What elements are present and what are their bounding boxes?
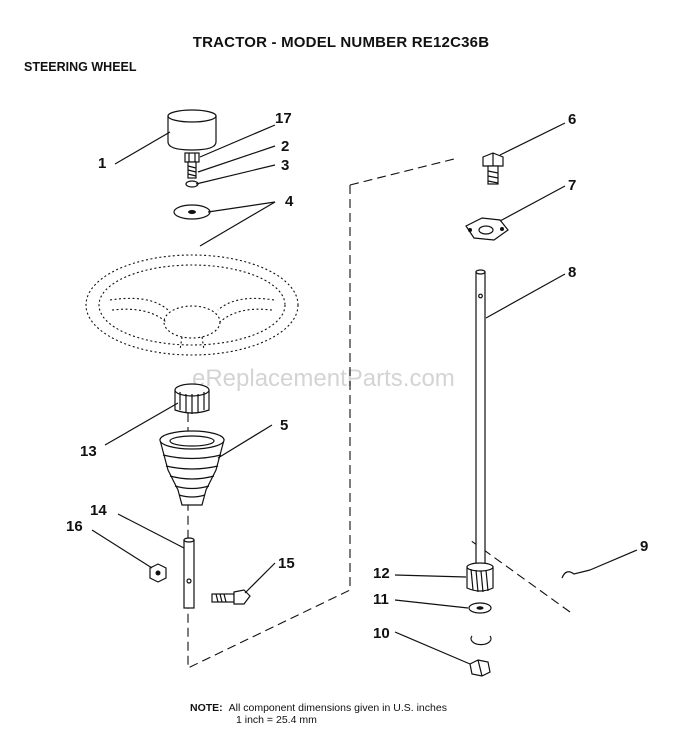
callout-14: 14 xyxy=(90,502,107,519)
callout-7: 7 xyxy=(568,177,576,194)
callout-4: 4 xyxy=(285,193,294,210)
callout-9: 9 xyxy=(640,538,648,555)
callout-11: 11 xyxy=(373,591,389,608)
note-line-2: 1 inch = 25.4 mm xyxy=(236,714,317,726)
callout-2: 2 xyxy=(281,138,289,155)
part-pin xyxy=(561,569,591,579)
part-steering-shaft xyxy=(475,269,486,568)
part-flange xyxy=(465,217,509,241)
note-label: NOTE: xyxy=(190,702,223,714)
part-bolt-6 xyxy=(482,152,504,185)
part-bolt-17 xyxy=(184,152,200,179)
section-title: STEERING WHEEL xyxy=(24,60,137,74)
callout-16: 16 xyxy=(66,518,83,535)
callout-15: 15 xyxy=(278,555,295,572)
part-boot xyxy=(159,430,225,506)
part-bolt-15 xyxy=(211,589,251,605)
assembly-frame-right xyxy=(469,539,571,613)
part-hub xyxy=(174,383,210,414)
part-pinion-gear xyxy=(466,562,494,593)
callout-10: 10 xyxy=(373,625,390,642)
leader-lines xyxy=(91,122,638,665)
assembly-frame-top xyxy=(349,157,459,186)
callout-13: 13 xyxy=(80,443,97,460)
part-upper-shaft xyxy=(183,537,195,609)
part-cap xyxy=(167,109,217,151)
part-nut-16 xyxy=(149,563,167,583)
callout-3: 3 xyxy=(281,157,289,174)
part-washer-11 xyxy=(468,602,492,614)
part-nut-10 xyxy=(469,659,491,677)
part-flat-washer xyxy=(173,204,211,220)
steering-wheel xyxy=(85,254,299,356)
callout-6: 6 xyxy=(568,111,576,128)
page-title: TRACTOR - MODEL NUMBER RE12C36B xyxy=(192,34,490,51)
callout-17: 17 xyxy=(275,110,292,127)
footnote: NOTE: All component dimensions given in U… xyxy=(190,702,447,726)
callout-12: 12 xyxy=(373,565,390,582)
part-retaining-ring xyxy=(470,635,492,646)
callout-8: 8 xyxy=(568,264,576,281)
watermark-text: eReplacementParts.com xyxy=(192,365,455,392)
callout-1: 1 xyxy=(98,155,106,172)
note-line-1: All component dimensions given in U.S. i… xyxy=(228,702,447,714)
callout-5: 5 xyxy=(280,417,288,434)
